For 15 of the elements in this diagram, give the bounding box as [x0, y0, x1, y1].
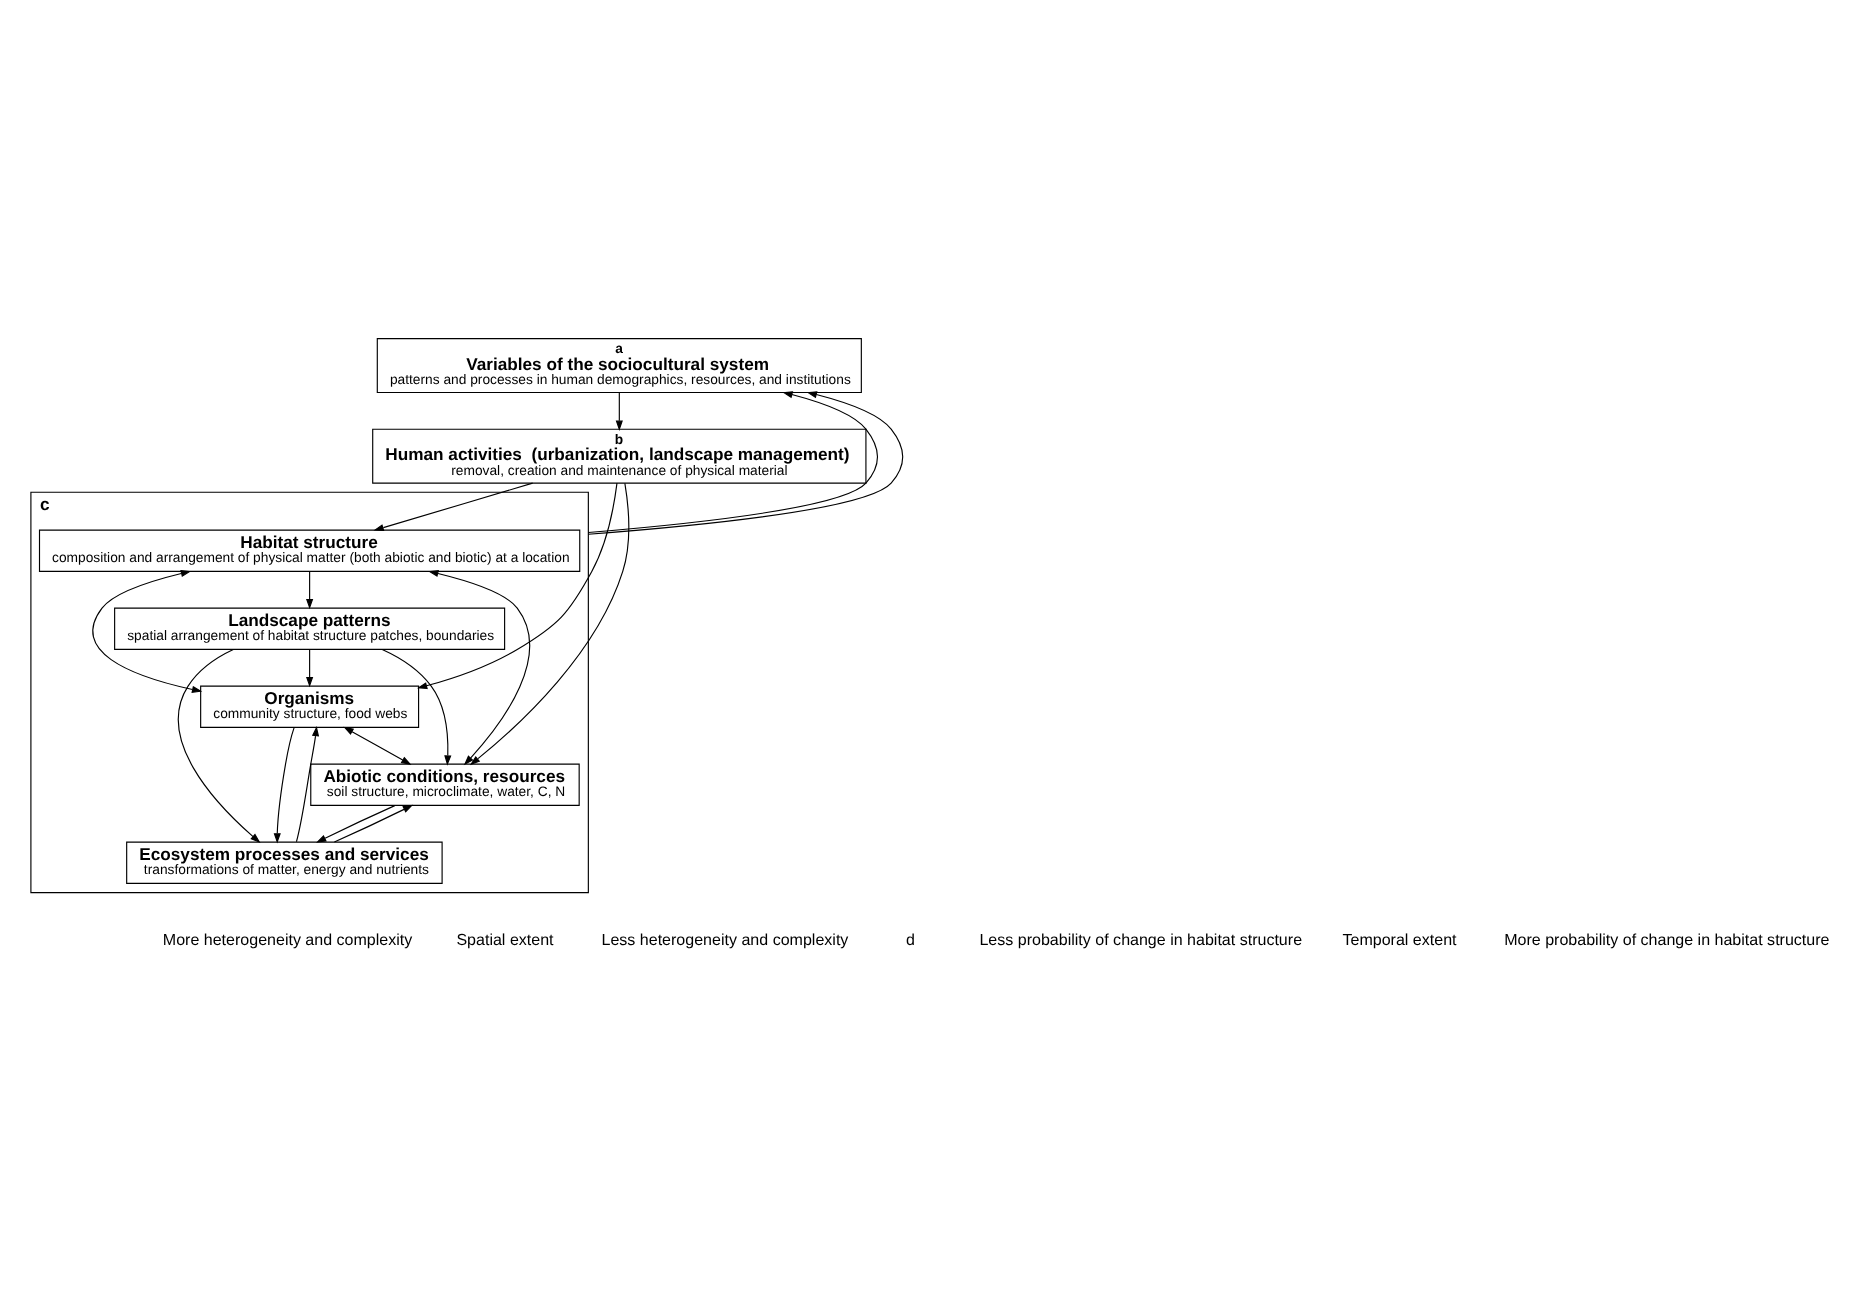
arrow — [343, 726, 412, 765]
arrow — [273, 727, 295, 844]
arrow — [306, 571, 314, 610]
arrow — [381, 648, 452, 766]
arrow — [416, 482, 618, 690]
arrow — [469, 482, 630, 766]
arrow — [306, 649, 314, 688]
arrow — [615, 392, 623, 431]
arrow — [178, 648, 261, 844]
arrow — [316, 805, 396, 843]
arrow — [333, 804, 414, 843]
arrow — [373, 482, 534, 532]
arrow — [295, 725, 320, 843]
arrow — [92, 570, 203, 693]
arrow — [428, 570, 531, 766]
